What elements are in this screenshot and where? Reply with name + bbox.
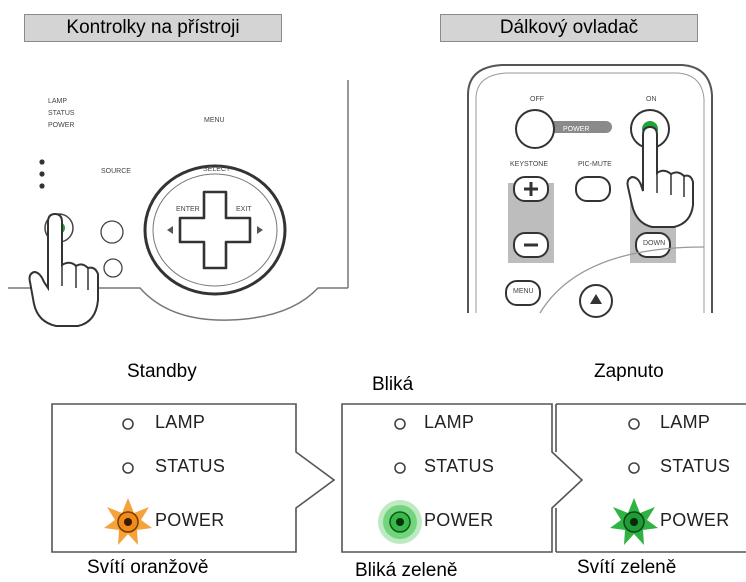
device-indicators-header: Kontrolky na přístroji: [24, 14, 282, 42]
remote-label-on: ON: [646, 96, 657, 103]
device-panel-illustration: LAMP STATUS POWER SOURCE MENU SELECT ENT…: [0, 60, 370, 340]
remote-label-menu: MENU: [513, 288, 534, 295]
panel-label-status: STATUS: [48, 110, 75, 117]
on-label-power: POWER: [660, 510, 730, 530]
power-led-orange: [104, 498, 152, 545]
caption-on: Svítí zeleně: [577, 557, 677, 578]
panel-label-power: POWER: [48, 122, 75, 129]
blink-label-status: STATUS: [424, 456, 495, 476]
remote-control-header: Dálkový ovladač: [440, 14, 698, 42]
standby-label-status: STATUS: [155, 456, 226, 476]
state-title-on: Zapnuto: [594, 361, 664, 382]
blink-label-power: POWER: [424, 510, 494, 530]
power-led-green-blink: [378, 500, 422, 544]
remote-label-keystone: KEYSTONE: [510, 161, 548, 168]
on-label-status: STATUS: [660, 456, 731, 476]
caption-standby: Svítí oranžově: [87, 557, 209, 578]
remote-drawing: [467, 64, 713, 318]
caption-blinking: Bliká zeleně: [355, 560, 458, 581]
blink-label-lamp: LAMP: [424, 412, 475, 432]
remote-label-picmute: PIC-MUTE: [578, 161, 612, 168]
device-panel-drawing: [8, 80, 349, 327]
on-label-lamp: LAMP: [660, 412, 711, 432]
standby-label-lamp: LAMP: [155, 412, 206, 432]
panel-label-lamp: LAMP: [48, 98, 68, 105]
remote-label-off: OFF: [530, 96, 544, 103]
panel-label-menu: MENU: [204, 117, 225, 124]
panel-label-source: SOURCE: [101, 168, 131, 175]
panel-label-exit: EXIT: [236, 206, 252, 213]
power-led-green-solid: [610, 498, 658, 545]
remote-label-power: POWER: [563, 126, 590, 133]
standby-label-power: POWER: [155, 510, 225, 530]
remote-label-down: DOWN: [643, 240, 666, 247]
state-title-standby: Standby: [127, 361, 197, 382]
panel-label-select: SELECT: [203, 166, 231, 173]
panel-label-enter: ENTER: [176, 206, 200, 213]
state-title-blinking: Bliká: [372, 374, 414, 395]
remote-illustration: OFF ON POWER KEYSTONE PIC-MUTE DOWN MENU: [440, 55, 730, 318]
